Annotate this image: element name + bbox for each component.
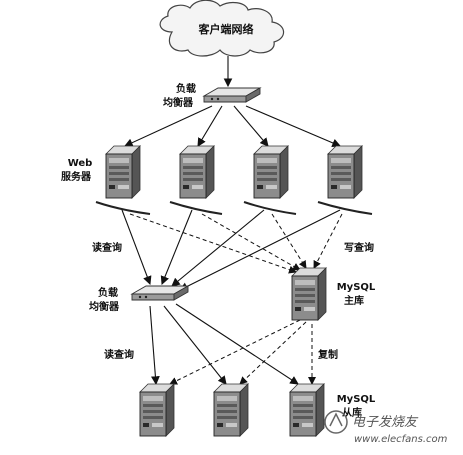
arrow-web-1-to-mid-lb — [121, 209, 152, 286]
web-server-group: Web 服务器 — [61, 145, 373, 215]
top-lb-label-line2: 均衡器 — [163, 96, 194, 109]
watermark: 电子发烧友 www.elecfans.com — [324, 410, 448, 445]
arrow-mid-lb-to-slave-3 — [175, 303, 299, 385]
read-query-label-2: 读查询 — [104, 348, 134, 361]
web-cable-3 — [243, 201, 297, 215]
arrow-lb-to-web-1 — [124, 105, 213, 147]
web-label-line2: 服务器 — [61, 170, 92, 183]
arrow-mid-lb-to-slave-2 — [163, 305, 227, 385]
web-server-1 — [105, 145, 141, 199]
web-cable-2 — [169, 201, 223, 215]
cloud-label: 客户端网络 — [198, 22, 254, 36]
mysql-master: MySQL 主库 — [291, 267, 376, 321]
arrow-lb-to-web-3 — [233, 105, 269, 147]
master-label-line1: MySQL — [337, 282, 376, 293]
connectors-dashed — [129, 213, 343, 385]
connectors-solid — [121, 56, 342, 291]
arrow-web-2-to-mid-lb — [160, 209, 193, 286]
mysql-slave-3 — [289, 383, 325, 437]
arrow-master-to-slave-2 — [239, 321, 307, 385]
top-load-balancer: 负载 均衡器 — [163, 82, 261, 109]
slave-label-line1: MySQL — [337, 394, 376, 405]
master-label-line2: 主库 — [344, 294, 364, 307]
write-query-label: 写查询 — [344, 241, 374, 254]
mysql-slave-2 — [213, 383, 249, 437]
client-network-cloud: 客户端网络 — [159, 0, 285, 57]
arrow-web-3-to-mid-lb — [171, 209, 265, 287]
mysql-slave-group: MySQL 从库 — [139, 383, 376, 437]
arrow-lb-to-web-2 — [197, 105, 223, 147]
watermark-logo-icon — [324, 410, 348, 434]
top-lb-label-line1: 负载 — [176, 82, 196, 95]
mid-lb-label-line1: 负载 — [98, 286, 118, 299]
middle-load-balancer: 负载 均衡器 — [89, 285, 189, 313]
web-server-4 — [327, 145, 363, 199]
web-label-line1: Web — [68, 158, 93, 169]
arrow-web-3-to-master — [271, 213, 307, 269]
arrow-web-4-to-mid-lb — [179, 209, 341, 291]
web-server-2 — [179, 145, 215, 199]
arrow-web-2-to-master — [201, 213, 301, 271]
arrow-lb-to-web-4 — [245, 105, 342, 148]
slave-label-line2: 从库 — [342, 406, 362, 419]
watermark-url: www.elecfans.com — [354, 434, 448, 445]
arrow-web-1-to-master — [129, 213, 297, 274]
arrow-master-to-slave-1 — [169, 319, 301, 385]
arrow-web-4-to-master — [313, 213, 343, 269]
watermark-text: 电子发烧友 — [352, 415, 419, 430]
mysql-slave-1 — [139, 383, 175, 437]
read-query-label: 读查询 — [92, 241, 122, 254]
web-cable-4 — [317, 201, 373, 215]
web-cable-1 — [95, 201, 151, 215]
mid-lb-label-line2: 均衡器 — [89, 300, 120, 313]
connectors-solid-lower — [149, 303, 299, 386]
arrow-mid-lb-to-slave-1 — [149, 305, 160, 386]
replication-label: 复制 — [317, 348, 338, 361]
web-server-3 — [253, 145, 289, 199]
